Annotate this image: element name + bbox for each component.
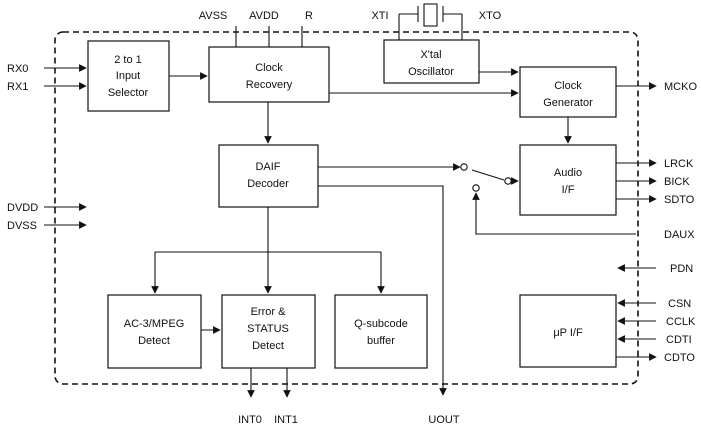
switch-contact-a — [460, 163, 468, 171]
pin-int1: INT1 — [274, 414, 298, 426]
pin-dvdd: DVDD — [7, 202, 38, 214]
pin-cclk: CCLK — [666, 316, 696, 328]
input-selector-line-2: Input — [116, 70, 140, 82]
pin-dvss: DVSS — [7, 220, 37, 232]
daif-decoder-line-1: DAIF — [255, 161, 280, 173]
decoder-to-uout-arrow — [318, 185, 447, 396]
switch-contact-b — [472, 184, 480, 192]
input-selector-block: 2 to 1 Input Selector — [87, 40, 170, 112]
xtal-oscillator-block: X'tal Oscillator — [383, 39, 480, 84]
chip-boundary — [54, 31, 639, 385]
xtal-oscillator-line-1: X'tal — [420, 49, 441, 61]
pin-cdto: CDTO — [664, 352, 695, 364]
ac3-detect-line-2: Detect — [138, 335, 170, 347]
daux-line — [472, 192, 636, 235]
switch-common — [504, 177, 512, 185]
crystal-symbol — [398, 3, 463, 40]
clock-generator-block: Clock Generator — [519, 66, 617, 118]
ac3-detect-line-1: AC-3/MPEG — [124, 318, 185, 330]
pin-csn: CSN — [668, 298, 691, 310]
error-status-line-2: STATUS — [247, 323, 289, 335]
pin-uout: UOUT — [428, 414, 459, 426]
daif-decoder-line-2: Decoder — [247, 178, 289, 190]
input-selector-line-3: Selector — [108, 87, 149, 99]
pin-bick: BICK — [664, 176, 690, 188]
q-subcode-buffer-block: Q-subcode buffer — [334, 294, 428, 369]
q-subcode-line-1: Q-subcode — [354, 318, 408, 330]
input-selector-line-1: 2 to 1 — [114, 54, 142, 66]
audio-if-line-2: I/F — [562, 184, 575, 196]
pin-r: R — [305, 10, 313, 22]
up-if-block: μP I/F — [519, 294, 617, 368]
clock-generator-line-1: Clock — [554, 80, 582, 92]
error-status-detect-block: Error & STATUS Detect — [221, 294, 316, 369]
ac3-mpeg-detect-block: AC-3/MPEG Detect — [107, 294, 202, 369]
audio-if-block: Audio I/F — [519, 144, 617, 216]
pin-int0: INT0 — [238, 414, 262, 426]
error-status-line-1: Error & — [251, 306, 287, 318]
daif-decoder-block: DAIF Decoder — [218, 144, 319, 208]
error-status-line-3: Detect — [252, 340, 284, 352]
pin-rx1: RX1 — [7, 81, 28, 93]
pin-daux: DAUX — [664, 229, 695, 241]
xtal-oscillator-line-2: Oscillator — [408, 66, 454, 78]
pin-lrck: LRCK — [664, 158, 694, 170]
switch-blade — [471, 169, 505, 181]
pin-avss: AVSS — [199, 10, 228, 22]
pin-cdti: CDTI — [666, 334, 692, 346]
clock-recovery-block: Clock Recovery — [208, 46, 330, 103]
up-if-label: μP I/F — [553, 327, 583, 339]
pin-rx0: RX0 — [7, 63, 28, 75]
pin-xto: XTO — [479, 10, 502, 22]
clock-recovery-line-2: Recovery — [246, 79, 293, 91]
pin-avdd: AVDD — [249, 10, 279, 22]
clock-recovery-line-1: Clock — [255, 62, 283, 74]
pin-xti: XTI — [371, 10, 388, 22]
pin-mcko: MCKO — [664, 81, 697, 93]
clock-generator-line-2: Generator — [543, 97, 593, 109]
pin-sdto: SDTO — [664, 194, 695, 206]
q-subcode-line-2: buffer — [367, 335, 395, 347]
audio-if-line-1: Audio — [554, 167, 582, 179]
pin-pdn: PDN — [670, 263, 693, 275]
